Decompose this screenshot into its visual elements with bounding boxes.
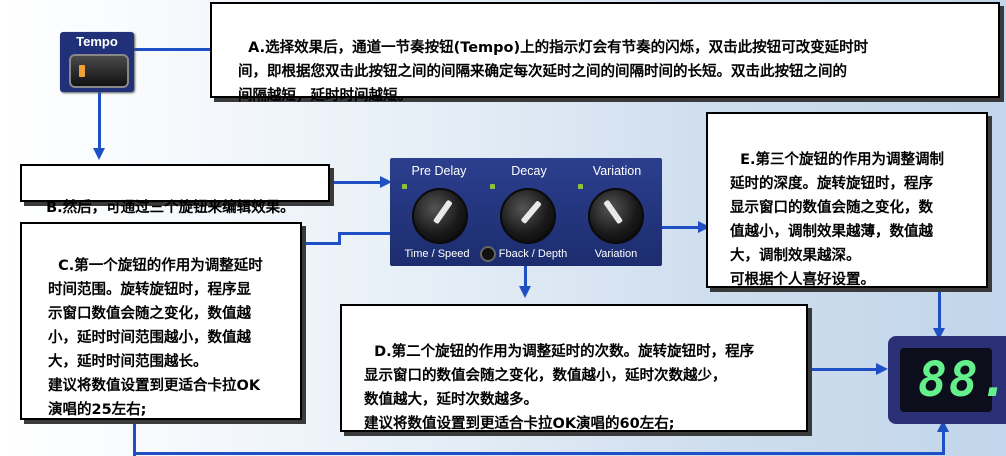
note-c: C.第一个旋钮的作用为调整延时 时间范围。旋转旋钮时，程序显 示窗口数值会随之变… bbox=[20, 222, 302, 420]
connector-a-tempo bbox=[100, 48, 210, 51]
display-digits: 88. bbox=[918, 352, 1006, 408]
label-pre-delay: Pre Delay bbox=[411, 164, 467, 178]
variation-led bbox=[578, 184, 583, 189]
connector-c-bottom-vert bbox=[133, 420, 136, 456]
connector-c-display-vert bbox=[942, 428, 945, 455]
label-variation-bottom: Variation bbox=[594, 248, 638, 260]
knob-panel: Pre Delay Decay Variation Time / Speed F… bbox=[390, 158, 662, 266]
note-e: E.第三个旋钮的作用为调整调制 延时的深度。旋转旋钮时，程序 显示窗口的数值会随… bbox=[706, 112, 988, 288]
note-e-text: E.第三个旋钮的作用为调整调制 延时的深度。旋转旋钮时，程序 显示窗口的数值会随… bbox=[730, 152, 945, 288]
connector-c-knob-horiz2 bbox=[338, 232, 398, 235]
note-d: D.第二个旋钮的作用为调整延时的次数。旋转旋钮时，程序 显示窗口的数值会随之变化… bbox=[340, 304, 808, 432]
small-jack-icon bbox=[480, 246, 496, 262]
label-fback-depth: Fback / Depth bbox=[498, 248, 568, 260]
label-decay: Decay bbox=[511, 164, 547, 178]
note-a: A.选择效果后，通道一节奏按钮(Tempo)上的指示灯会有节奏的闪烁，双击此按钮… bbox=[210, 2, 1000, 104]
pre-delay-knob[interactable] bbox=[412, 188, 468, 244]
tempo-button[interactable]: Tempo bbox=[60, 32, 134, 92]
connector-c-bottom-horiz bbox=[133, 452, 945, 455]
decay-led bbox=[490, 184, 495, 189]
display-window: 88. bbox=[900, 348, 1006, 412]
label-variation-top: Variation bbox=[592, 164, 642, 178]
variation-knob[interactable] bbox=[588, 188, 644, 244]
pre-delay-led bbox=[402, 184, 407, 189]
connector-c-knob bbox=[300, 242, 340, 245]
decay-knob[interactable] bbox=[500, 188, 556, 244]
note-b: B.然后，可通过三个旋钮来编辑效果。 bbox=[20, 164, 330, 216]
note-b-text: B.然后，可通过三个旋钮来编辑效果。 bbox=[46, 200, 295, 216]
tempo-button-cap[interactable] bbox=[69, 54, 129, 88]
connector-b-panel bbox=[330, 181, 382, 184]
connector-tempo-b bbox=[98, 92, 101, 150]
tempo-label: Tempo bbox=[76, 34, 118, 49]
label-time-speed: Time / Speed bbox=[404, 248, 470, 260]
connector-c-knob-vert bbox=[338, 232, 341, 245]
connector-e-display bbox=[938, 290, 941, 330]
decay-knob-indicator bbox=[520, 200, 542, 225]
arrow-head-b bbox=[93, 148, 105, 160]
connector-e-knob bbox=[628, 226, 700, 229]
variation-knob-indicator bbox=[603, 199, 624, 225]
note-c-text: C.第一个旋钮的作用为调整延时 时间范围。旋转旋钮时，程序显 示窗口数值会随之变… bbox=[48, 258, 263, 418]
pre-delay-knob-indicator bbox=[432, 199, 453, 225]
arrow-head-panel bbox=[380, 176, 392, 188]
tempo-led-indicator bbox=[79, 65, 85, 77]
program-display: 88. bbox=[888, 336, 1006, 424]
arrow-head-display-left bbox=[876, 363, 888, 375]
connector-d-display bbox=[808, 368, 884, 371]
note-d-text: D.第二个旋钮的作用为调整延时的次数。旋转旋钮时，程序 显示窗口的数值会随之变化… bbox=[364, 344, 755, 432]
arrow-head-d bbox=[519, 286, 531, 298]
note-a-text: A.选择效果后，通道一节奏按钮(Tempo)上的指示灯会有节奏的闪烁，双击此按钮… bbox=[238, 40, 869, 104]
